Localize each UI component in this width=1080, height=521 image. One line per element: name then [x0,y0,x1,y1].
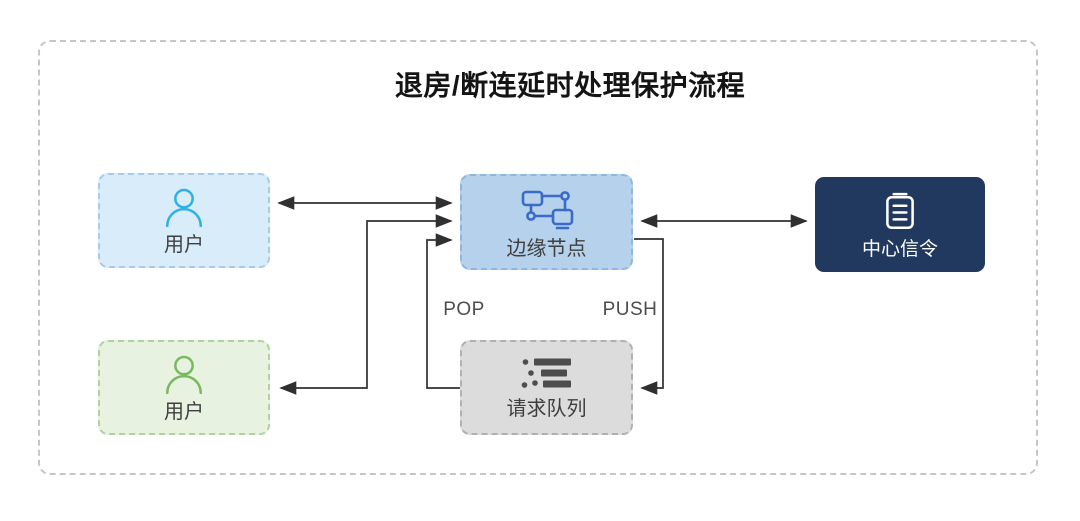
node-label: 中心信令 [861,238,938,260]
node-edge-node: 边缘节点 [460,174,633,270]
node-central-signal: 中心信令 [815,177,985,272]
node-label: 用户 [164,234,204,256]
queue-list-icon [521,356,573,392]
node-label: 用户 [164,401,204,423]
node-user-top: 用户 [98,173,270,268]
node-label: 请求队列 [506,398,587,420]
node-label: 边缘节点 [506,237,587,260]
diagram-title: 退房/断连延时处理保护流程 [394,70,746,101]
node-user-bottom: 用户 [98,340,270,435]
topology-nodes-icon [520,186,574,232]
user-icon [161,353,207,395]
pop-label: POP [443,299,485,320]
push-label: PUSH [602,299,658,320]
diagram-outer-frame [38,40,1038,475]
clipboard-document-icon [879,191,921,233]
user-icon [161,186,207,228]
node-request-queue: 请求队列 [460,340,633,435]
